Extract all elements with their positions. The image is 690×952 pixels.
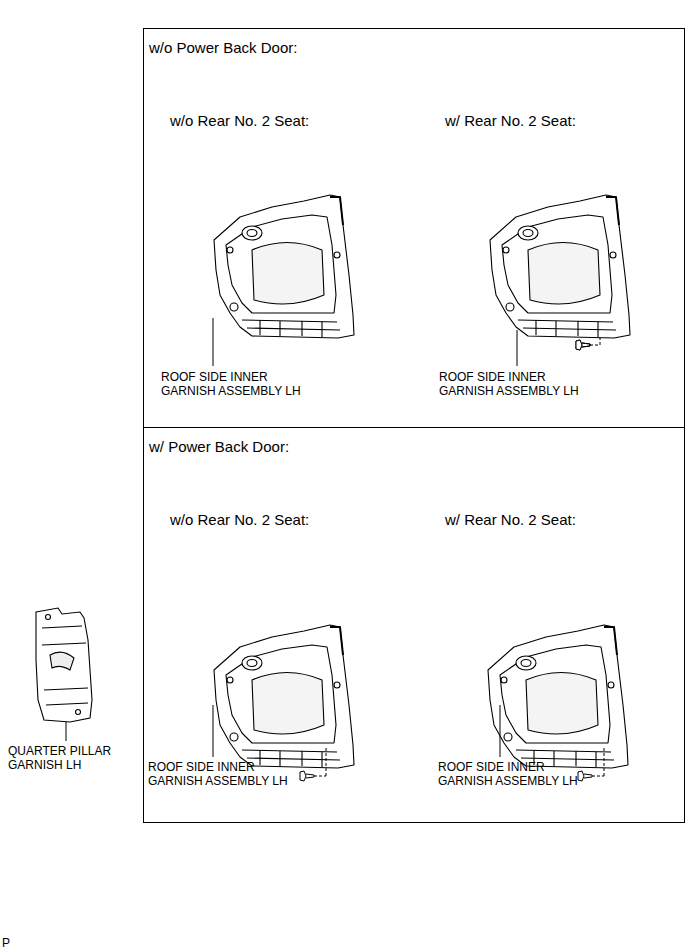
part-name: ROOF SIDE INNER GARNISH ASSEMBLY LH: [161, 370, 313, 398]
variant-subheading: w/ Rear No. 2 Seat:: [445, 114, 576, 128]
part-name: ROOF SIDE INNER GARNISH ASSEMBLY LH: [148, 760, 300, 788]
panel-heading: w/o Power Back Door:: [149, 39, 297, 56]
variant-subheading: w/ Rear No. 2 Seat:: [445, 513, 576, 527]
variant-panel: w/o Power Back Door:: [143, 28, 685, 428]
part-name: ROOF SIDE INNER GARNISH ASSEMBLY LH: [438, 760, 590, 788]
part-name: ROOF SIDE INNER GARNISH ASSEMBLY LH: [439, 370, 591, 398]
figure-code: P: [2, 936, 10, 950]
panel-heading: w/ Power Back Door:: [149, 438, 289, 455]
part-name: QUARTER PILLAR GARNISH LH: [8, 744, 122, 772]
variant-subheading: w/o Rear No. 2 Seat:: [170, 114, 309, 128]
variant-subheading: w/o Rear No. 2 Seat:: [170, 513, 309, 527]
